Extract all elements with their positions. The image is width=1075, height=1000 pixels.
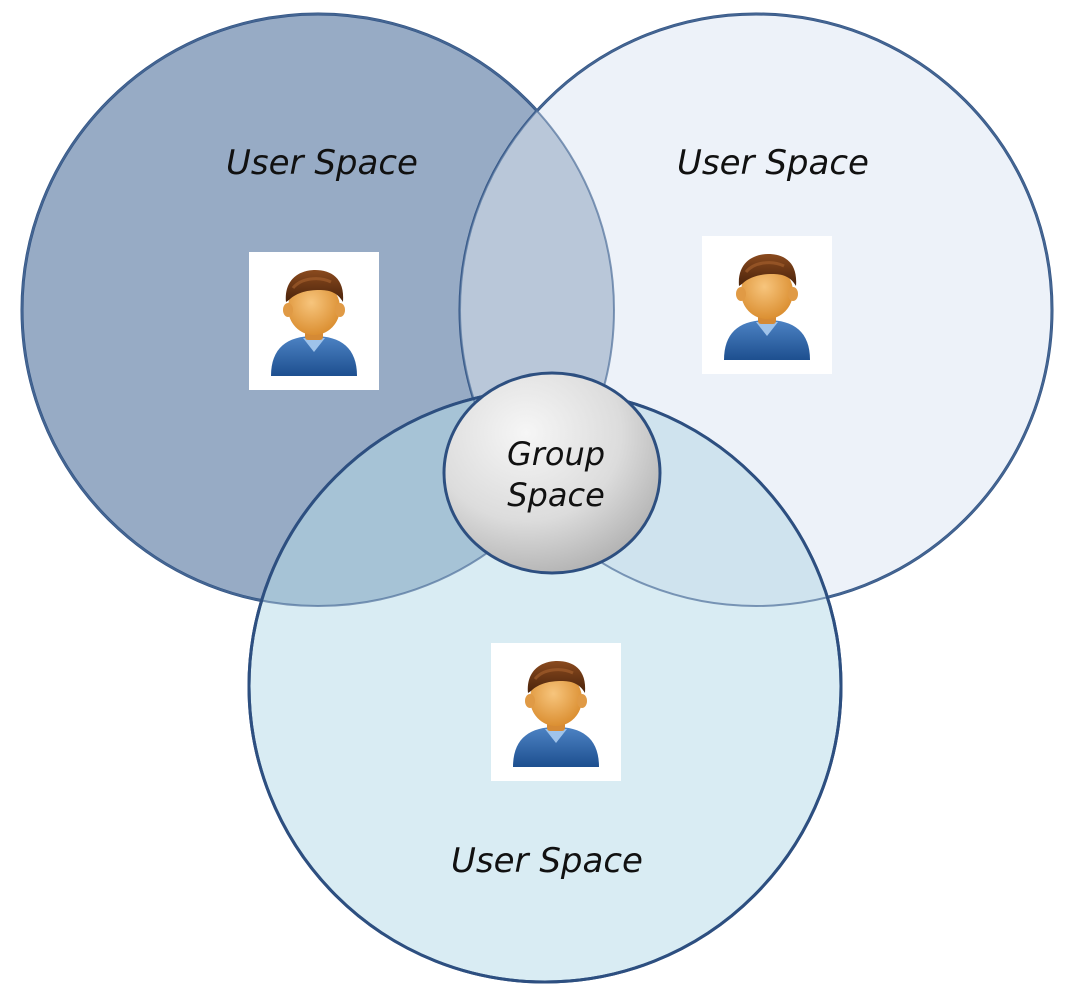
- user-avatar-icon: [700, 234, 834, 376]
- user-avatar-icon: [247, 250, 381, 392]
- overlap-right-bottom: [460, 390, 841, 606]
- user-space-label-top-left: User Space: [226, 143, 418, 183]
- user-space-label-bottom: User Space: [451, 841, 643, 881]
- user-avatar-icon: [489, 641, 623, 783]
- group-space-label-line1: Group: [507, 435, 605, 473]
- outline-top-right: [459, 13, 1053, 607]
- user-space-label-top-right: User Space: [677, 143, 869, 183]
- group-space-label-line2: Space: [507, 476, 605, 514]
- outline-top-left: [21, 13, 615, 607]
- overlap-left-bottom: [249, 390, 614, 606]
- group-space-circle: [442, 371, 662, 575]
